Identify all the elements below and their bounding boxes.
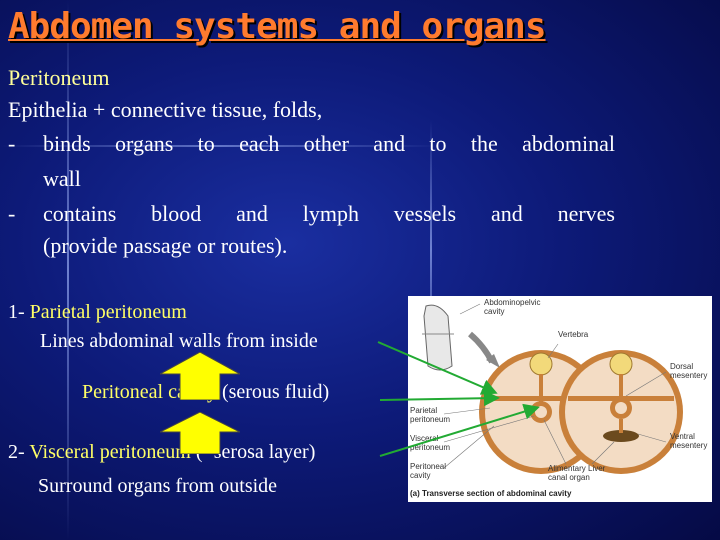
heading-peritoneum: Peritoneum xyxy=(8,65,110,90)
decor-vertical-line-2 xyxy=(430,120,432,380)
bullet-1-line2: wall xyxy=(43,166,81,191)
decor-vertical-line xyxy=(67,0,69,540)
parietal-term: Parietal peritoneum xyxy=(29,301,187,323)
intro-text: Epithelia + connective tissue, folds, xyxy=(8,97,323,122)
slide-title: Abdomen systems and organs xyxy=(8,6,547,47)
torso-outline xyxy=(422,304,454,371)
visceral-number: 2- xyxy=(8,441,30,463)
label-vertebra: Vertebra xyxy=(558,330,589,339)
yellow-arrow-up-1 xyxy=(160,352,240,400)
decor-horizontal-line xyxy=(0,145,440,147)
yellow-arrow-up-2 xyxy=(160,412,240,454)
bullet-dash-2: - xyxy=(8,201,16,226)
parietal-desc: Lines abdominal walls from inside xyxy=(40,330,318,352)
bullet-2-line1: contains blood and lymph vessels and ner… xyxy=(43,201,615,226)
visceral-heading: 2- Visceral peritoneum (=serosa layer) xyxy=(8,438,315,466)
visceral-term: Visceral peritoneum xyxy=(29,441,191,463)
bullet-1-line1: binds organs to each other and to the ab… xyxy=(43,131,615,156)
figure-caption: (a) Transverse section of abdominal cavi… xyxy=(410,489,572,498)
grey-arrow xyxy=(468,331,495,364)
visceral-rest: (=serosa layer) xyxy=(190,441,316,463)
bullet-dash-1: - xyxy=(8,131,16,156)
section-right xyxy=(559,350,683,474)
label-liver: Liver xyxy=(588,464,606,473)
parietal-heading: 1- Parietal peritoneum xyxy=(8,298,187,326)
bullet-2-line2: (provide passage or routes). xyxy=(43,233,288,258)
parietal-number: 1- xyxy=(8,301,30,323)
cavity-rest: (serous fluid) xyxy=(216,381,330,403)
visceral-desc: Surround organs from outside xyxy=(38,475,278,497)
